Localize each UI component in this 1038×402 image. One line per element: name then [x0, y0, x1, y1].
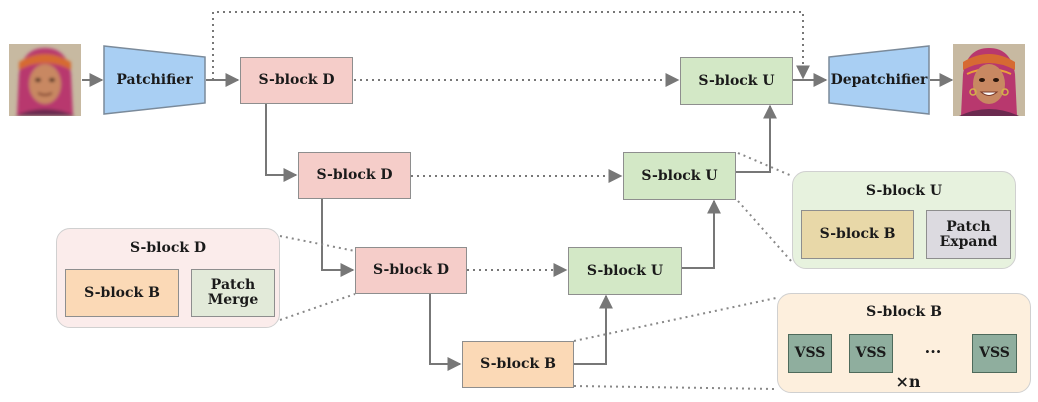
vss-cell-1: VSS [788, 334, 832, 373]
legend-u-title: S-block U [865, 183, 943, 199]
patchifier-shape [103, 45, 206, 115]
legend-b-title: S-block B [866, 304, 942, 320]
s-block-d-level2: S-block D [298, 152, 411, 199]
legend-d-patch-merge: Patch Merge [191, 269, 275, 317]
callout-b-bottom [573, 385, 777, 390]
callout-u-bottom [737, 200, 793, 263]
vss-cell-2: VSS [849, 334, 893, 373]
patch-expand-line2: Expand [939, 233, 998, 250]
s-block-b-bottleneck: S-block B [462, 341, 574, 388]
vss-repeat-count: ×n [895, 372, 921, 391]
legend-s-block-b: S-block B VSS VSS ··· VSS ×n [777, 293, 1031, 393]
arrow-u3-u2 [682, 199, 721, 269]
vss-ellipsis: ··· [924, 342, 942, 361]
vss-cell-n: VSS [972, 334, 1017, 373]
patch-expand-line1: Patch [946, 218, 991, 235]
callout-b-top [573, 297, 777, 342]
s-block-d-level1: S-block D [240, 57, 353, 104]
legend-u-patch-expand: Patch Expand [926, 210, 1011, 259]
arrow-d3-b [429, 294, 462, 371]
s-block-d-level3: S-block D [355, 247, 467, 294]
depatchifier-label: Depatchifier [830, 72, 928, 88]
input-image [9, 44, 81, 116]
legend-u-s-block-b: S-block B [801, 210, 914, 259]
legend-d-s-block-b: S-block B [65, 269, 179, 317]
callout-d-top [279, 235, 356, 252]
s-block-u-level3: S-block U [568, 247, 682, 295]
legend-s-block-u: S-block U S-block B Patch Expand [792, 171, 1016, 269]
s-block-u-level1: S-block U [680, 57, 793, 105]
patch-merge-line1: Patch [210, 277, 256, 293]
callout-d-bottom [279, 293, 356, 321]
arrow-d1-d2 [265, 104, 298, 182]
patchifier-label: Patchifier [116, 72, 193, 88]
depatchifier-shape [828, 45, 930, 115]
patch-merge-line2: Merge [207, 292, 259, 308]
arrow-u2-u1 [736, 104, 777, 173]
skip-global [212, 11, 810, 80]
output-image [953, 44, 1025, 116]
arrow-b-u3 [574, 294, 613, 365]
arrow-d2-d3 [321, 199, 355, 277]
s-block-u-level2: S-block U [623, 152, 736, 200]
callout-u-top [737, 152, 793, 177]
legend-d-title: S-block D [129, 240, 207, 256]
legend-s-block-d: S-block D S-block B Patch Merge [56, 228, 280, 328]
